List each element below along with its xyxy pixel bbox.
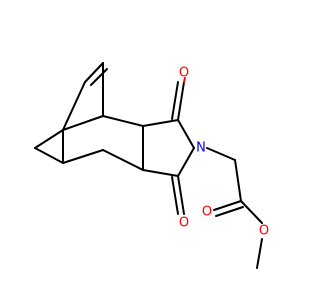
bond-co-top-1	[177, 81, 185, 121]
bond-n-ch2	[206, 147, 236, 161]
bond-c4-c5	[62, 149, 104, 164]
bond-c3-c4	[102, 149, 144, 171]
bond-ester-co-1	[213, 200, 242, 211]
molecule-structure-diagram: N O O O O	[34, 62, 269, 269]
bond-c1-c2	[102, 115, 144, 127]
bond-alkene-2	[90, 68, 108, 86]
bond-ch2-carbonyl-c	[234, 159, 242, 202]
bond-co-top-2	[183, 77, 186, 83]
oxygen-atom-label-imide-top: O	[179, 66, 189, 81]
bond-co-bottom-1	[177, 175, 185, 215]
oxygen-atom-label-imide-bottom: O	[179, 216, 189, 231]
bond-co-top-3	[171, 81, 179, 120]
bond-co-bottom-2	[171, 176, 179, 215]
bond-o-methyl	[256, 238, 263, 269]
bond-c6-c1	[62, 115, 104, 131]
oxygen-atom-label-ester-methoxy: O	[259, 224, 269, 239]
bond-bridge-left	[62, 81, 86, 131]
bond-cyclopropane-left-bottom	[34, 147, 64, 164]
bond-ester-co-2	[215, 206, 244, 217]
nitrogen-atom-label: N	[196, 141, 206, 156]
bond-imide-c-bottom	[142, 169, 179, 177]
bond-imide-c-top-n	[177, 119, 195, 149]
bond-imide-c-top	[142, 119, 179, 127]
bond-ester-c-o	[240, 200, 263, 224]
bond-cyclopropane-left-top	[34, 129, 64, 149]
bond-alkene-1	[84, 62, 104, 83]
bond-imide-c-bottom-n	[177, 147, 195, 177]
oxygen-atom-label-ester-carbonyl: O	[202, 205, 212, 220]
